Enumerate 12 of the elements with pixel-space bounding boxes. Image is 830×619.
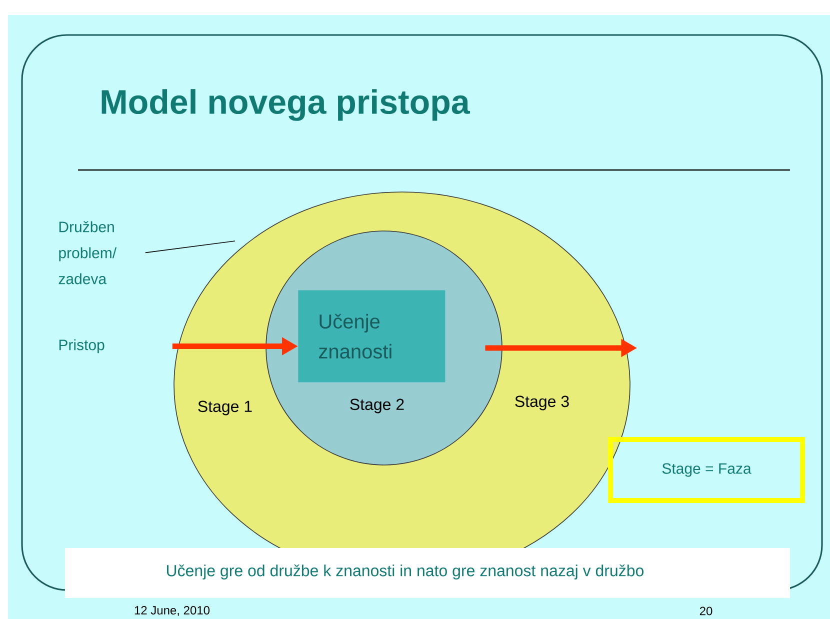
stage-label: Stage 1 [198,400,252,416]
note-box: Stage = Faza [608,437,805,503]
footer-text: 20 [700,606,712,616]
side-label: Družben problem/ zadeva [58,221,117,284]
leader-line [145,240,236,254]
side-label: Pristop [59,339,104,354]
text-box: Učenje znanosti [298,290,446,382]
footer-text: 12 June, 2010 [134,606,210,616]
stage-label: Stage 3 [515,396,569,410]
stage-label: Stage 2 [350,398,404,414]
title: Model novega pristopa [102,89,470,121]
caption: Učenje gre od družbe k znanosti in nato gre znanost nazaj v družbo [65,548,790,598]
